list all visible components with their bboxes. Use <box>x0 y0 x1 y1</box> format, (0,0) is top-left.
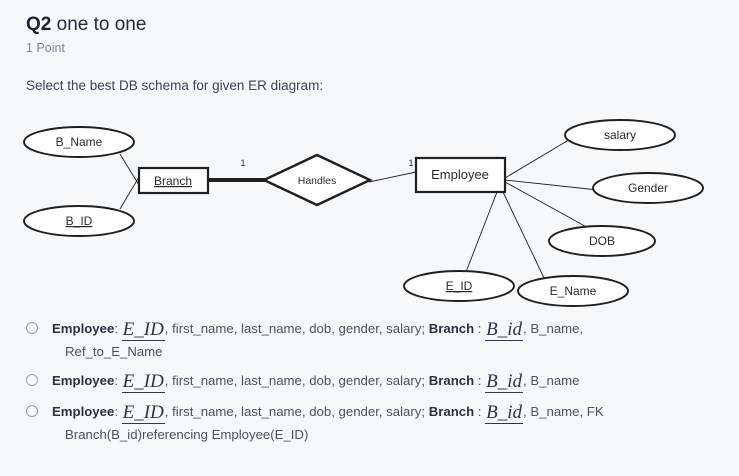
question-prompt: Select the best DB schema for given ER d… <box>26 78 324 93</box>
entity-box-branch <box>137 166 210 195</box>
attribute-ellipse-gender <box>592 172 704 204</box>
option-1-continuation: Ref_to_E_Name <box>65 344 163 359</box>
option-2-relation1-key: E_ID <box>121 371 165 393</box>
relationship-diamond-handles <box>261 153 373 207</box>
radio-button-option-3[interactable] <box>26 405 38 417</box>
answer-option-2[interactable]: Employee: E_ID, first_name, last_name, d… <box>26 370 726 393</box>
radio-button-option-1[interactable] <box>26 322 38 334</box>
edge-employee-ename <box>502 191 546 281</box>
option-3-relation1-attrs: , first_name, last_name, dob, gender, sa… <box>164 404 429 419</box>
question-number: Q2 <box>26 14 52 35</box>
option-2-colon: : <box>114 373 122 388</box>
answer-option-3[interactable]: Employee: E_ID, first_name, last_name, d… <box>26 401 726 445</box>
edge-handles-employee <box>368 171 417 183</box>
answer-options: Employee: E_ID, first_name, last_name, d… <box>26 318 726 453</box>
option-1-relation1-attrs: , first_name, last_name, dob, gender, sa… <box>164 321 429 336</box>
option-1-relation2-key: B_id <box>485 319 524 341</box>
option-1-relation1-key: E_ID <box>121 319 165 341</box>
option-3-relation1-label: Employee <box>52 404 115 419</box>
option-1-relation2-attrs: , B_name, <box>523 321 584 336</box>
option-3-relation2-sep: : <box>474 404 486 419</box>
question-title: one to one <box>56 14 147 35</box>
er-diagram: B_Name B_ID salary Gender DOB E_ID E_Nam… <box>0 110 739 310</box>
cardinality-label-branch-side: 1 <box>240 158 245 168</box>
option-2-relation2-sep: : <box>474 373 486 388</box>
attribute-ellipse-e-name <box>517 275 629 307</box>
attribute-label-salary: salary <box>604 128 636 142</box>
attribute-label-b-id: B_ID <box>66 214 93 228</box>
edge-employee-gender <box>504 179 599 191</box>
entity-box-employee <box>414 156 507 194</box>
option-1-relation2-sep: : <box>474 321 486 336</box>
entity-label-employee: Employee <box>431 167 489 182</box>
option-1-colon: : <box>114 321 122 336</box>
attribute-ellipse-b-id <box>23 205 135 237</box>
entity-label-branch: Branch <box>154 174 192 188</box>
option-3-relation2-attrs: , B_name, FK <box>523 404 604 419</box>
radio-button-option-2[interactable] <box>26 374 38 386</box>
option-3-continuation: Branch(B_id)referencing Employee(E_ID) <box>65 427 309 442</box>
attribute-ellipse-dob <box>548 225 656 257</box>
attribute-label-gender: Gender <box>628 181 668 195</box>
option-2-relation1-attrs: , first_name, last_name, dob, gender, sa… <box>164 373 429 388</box>
attribute-label-e-id: E_ID <box>446 279 473 293</box>
edge-employee-eid <box>465 191 498 273</box>
edge-employee-salary <box>504 137 573 179</box>
option-3-relation1-key: E_ID <box>121 402 165 424</box>
edge-employee-dob <box>504 181 593 231</box>
option-3-relation2-label: Branch <box>428 404 475 419</box>
answer-option-1[interactable]: Employee: E_ID, first_name, last_name, d… <box>26 318 726 362</box>
question-header: Q2 one to one 1 Point <box>26 13 716 56</box>
attribute-ellipse-e-id <box>403 270 515 302</box>
option-2-relation2-key: B_id <box>485 371 524 393</box>
option-2-relation2-label: Branch <box>428 373 475 388</box>
option-3-colon: : <box>114 404 122 419</box>
attribute-label-e-name: E_Name <box>550 284 597 298</box>
page-title: Q2 one to one <box>26 13 716 37</box>
cardinality-label-employee-side: 1 <box>408 158 413 168</box>
option-1-relation2-label: Branch <box>428 321 475 336</box>
option-2-relation1-label: Employee <box>52 373 115 388</box>
option-2-relation2-attrs: , B_name <box>523 373 580 388</box>
relationship-label-handles: Handles <box>298 175 337 187</box>
option-1-relation1-label: Employee <box>52 321 115 336</box>
attribute-ellipse-salary <box>564 119 676 151</box>
er-diagram-svg: B_Name B_ID salary Gender DOB E_ID E_Nam… <box>23 119 704 307</box>
attribute-ellipse-b-name <box>23 126 135 158</box>
option-3-relation2-key: B_id <box>485 402 524 424</box>
attribute-label-dob: DOB <box>589 234 615 248</box>
attribute-label-b-name: B_Name <box>56 135 103 149</box>
question-points: 1 Point <box>26 41 65 55</box>
